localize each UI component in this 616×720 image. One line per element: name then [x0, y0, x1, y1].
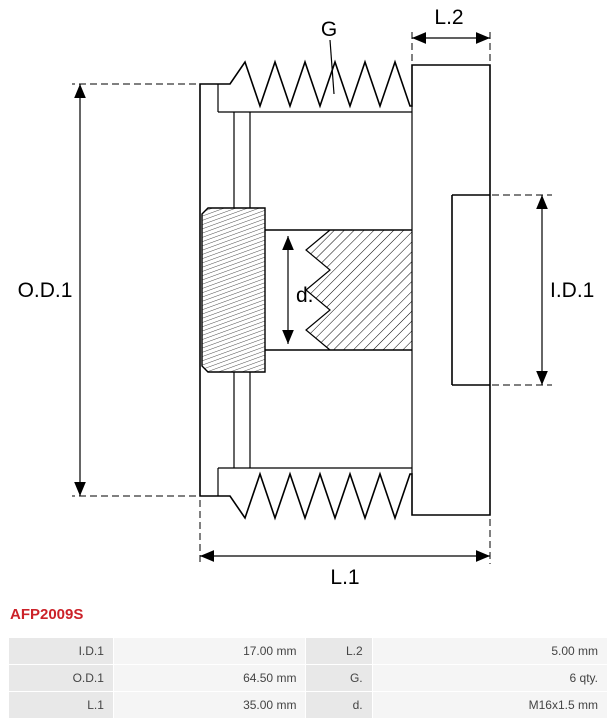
- dimension-l2: L.2: [411, 6, 491, 61]
- spec-value: 35.00 mm: [113, 692, 306, 718]
- dimension-od1: O.D.1: [18, 83, 196, 497]
- grooves-label: G: [321, 18, 337, 41]
- threaded-bore-section: [305, 229, 412, 351]
- spec-label: L.1: [9, 692, 113, 718]
- id1-label: I.D.1: [550, 279, 594, 302]
- spec-row: I.D.1 17.00 mm L.2 5.00 mm: [9, 638, 607, 664]
- l1-label: L.1: [330, 566, 359, 589]
- spec-value: 6 qty.: [372, 665, 607, 691]
- knurled-hub-section: [201, 207, 266, 373]
- spec-value: 17.00 mm: [113, 638, 306, 664]
- pulley-technical-drawing: O.D.1 L.2 G I.D.1 d. L.1: [18, 6, 595, 589]
- spec-label: d.: [306, 692, 372, 718]
- spec-label: O.D.1: [9, 665, 113, 691]
- spec-row: L.1 35.00 mm d. M16x1.5 mm: [9, 692, 607, 718]
- spec-value: M16x1.5 mm: [372, 692, 607, 718]
- dimension-l1: L.1: [199, 500, 491, 589]
- od1-label: O.D.1: [18, 279, 73, 302]
- spec-value: 5.00 mm: [372, 638, 607, 664]
- spec-label: I.D.1: [9, 638, 113, 664]
- spec-row: O.D.1 64.50 mm G. 6 qty.: [9, 665, 607, 691]
- callout-grooves: G: [321, 18, 337, 95]
- spec-label: G.: [306, 665, 372, 691]
- spec-label: L.2: [306, 638, 372, 664]
- spec-table: I.D.1 17.00 mm L.2 5.00 mm O.D.1 64.50 m…: [8, 637, 608, 719]
- spec-value: 64.50 mm: [113, 665, 306, 691]
- d-label: d.: [296, 284, 314, 307]
- dimension-d: d.: [282, 236, 314, 344]
- l2-label: L.2: [434, 6, 463, 29]
- part-number: AFP2009S: [10, 606, 84, 623]
- pulley-outline: [199, 59, 491, 521]
- dimension-id1: I.D.1: [492, 194, 594, 386]
